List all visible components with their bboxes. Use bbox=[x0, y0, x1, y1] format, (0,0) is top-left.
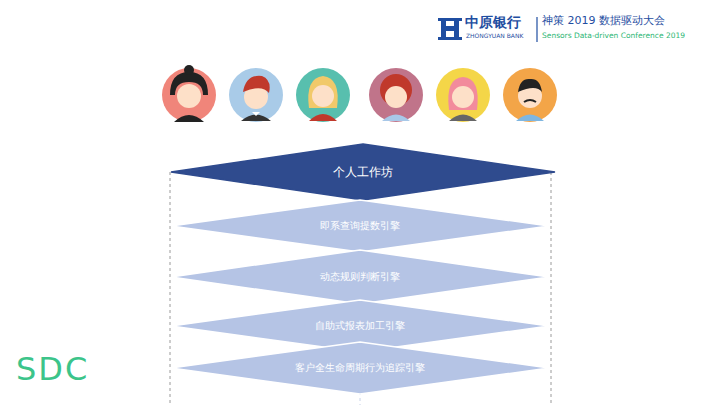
avatar bbox=[436, 68, 490, 122]
engine-diamond: 即系查询提数引擎 bbox=[170, 199, 550, 253]
bank-logo-icon bbox=[438, 18, 462, 40]
header-text: Sensors Data-driven Conference 2019 bbox=[542, 32, 685, 40]
avatar bbox=[296, 68, 350, 122]
guide-line bbox=[551, 172, 552, 405]
avatar bbox=[229, 68, 283, 122]
engine-diamond: 动态规则判断引擎 bbox=[170, 249, 550, 305]
avatar bbox=[162, 65, 216, 122]
header-text: 中原银行 bbox=[465, 15, 521, 30]
node-label: 客户全生命周期行为追踪引擎 bbox=[170, 362, 550, 374]
conference-logo: SDC bbox=[16, 352, 89, 387]
avatar bbox=[503, 68, 557, 122]
logo-divider bbox=[536, 17, 537, 42]
diamond-shape bbox=[171, 250, 549, 304]
node-label: 自助式报表加工引擎 bbox=[170, 320, 550, 332]
workshop-diamond: 个人工作坊 bbox=[170, 143, 556, 201]
diamond-shape bbox=[171, 200, 549, 252]
header-text: 神策 2019 数据驱动大会 bbox=[542, 15, 665, 27]
diamond-shape bbox=[171, 342, 549, 394]
header-text: ZHONGYUAN BANK bbox=[466, 33, 523, 40]
engine-diamond: 客户全生命周期行为追踪引擎 bbox=[170, 341, 550, 395]
node-label: 即系查询提数引擎 bbox=[170, 220, 550, 232]
node-label: 个人工作坊 bbox=[170, 165, 556, 179]
diamond-shape bbox=[171, 144, 555, 200]
node-label: 动态规则判断引擎 bbox=[170, 271, 550, 283]
guide-line bbox=[170, 172, 171, 405]
avatar bbox=[369, 68, 423, 122]
